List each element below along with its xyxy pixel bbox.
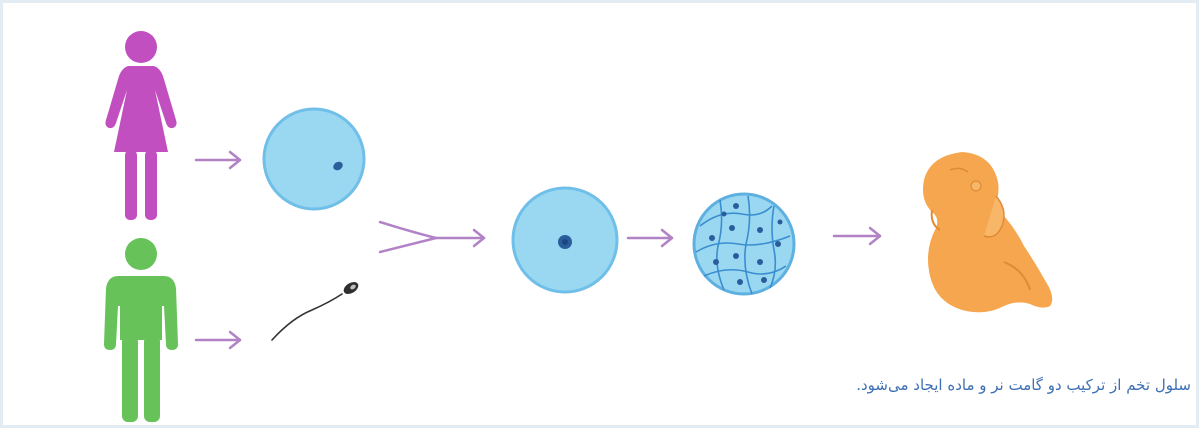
male-figure-icon <box>104 238 178 422</box>
fetus-icon <box>923 152 1052 312</box>
caption-text: سلول تخم از ترکیب دو گامت نر و ماده ایجا… <box>856 376 1191 394</box>
arrow-right-icon <box>628 230 672 246</box>
morula-icon <box>694 194 794 294</box>
arrow-right-icon <box>196 152 240 168</box>
arrow-right-icon <box>834 228 880 244</box>
arrow-right-icon <box>196 332 240 348</box>
sperm-cell-icon <box>272 280 360 340</box>
merge-arrow-icon <box>380 222 484 252</box>
egg-cell-icon <box>264 109 364 209</box>
zygote-icon <box>513 188 617 292</box>
female-figure-icon <box>105 31 176 220</box>
